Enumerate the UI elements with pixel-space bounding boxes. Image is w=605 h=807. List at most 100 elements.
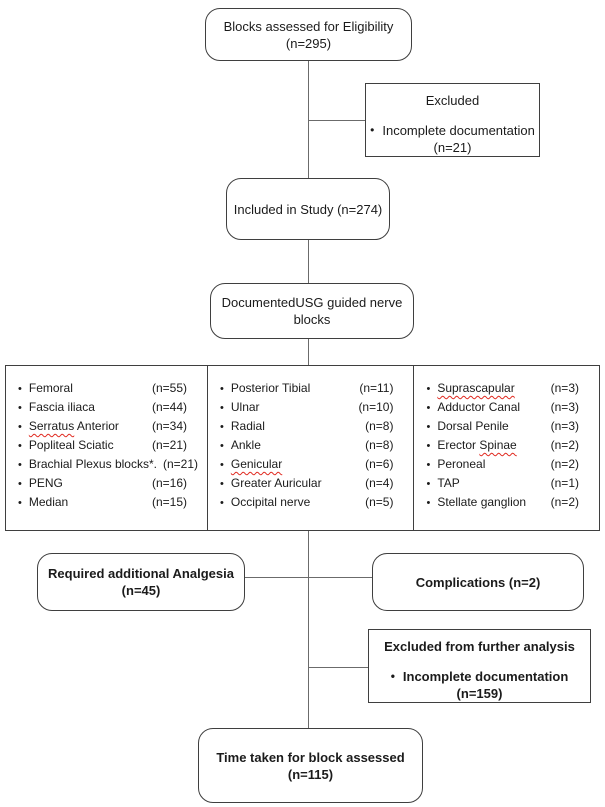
block-item-count: (n=1) [550, 476, 579, 490]
block-item: Fascia iliaca(n=44) [18, 398, 187, 417]
bullet-icon [18, 399, 22, 417]
box-time-taken-count: (n=115) [287, 766, 334, 782]
block-item-count: (n=21) [162, 457, 198, 471]
connector-included-usg [308, 240, 309, 283]
box-included-label: Included in Study (n=274) [233, 201, 383, 217]
block-item: Peroneal(n=2) [426, 455, 579, 474]
block-item: Median(n=15) [18, 493, 187, 512]
bullet-icon [220, 418, 224, 436]
box-excluded-further: Excluded from further analysis Incomplet… [368, 629, 591, 703]
block-item: Suprascapular(n=3) [426, 379, 579, 398]
block-item-count: (n=34) [151, 419, 187, 433]
box-excluded-further-item: Incomplete documentation [402, 669, 569, 684]
block-item: Ulnar(n=10) [220, 398, 394, 417]
block-item: Brachial Plexus blocks*.(n=21) [18, 455, 198, 474]
bullet-icon [220, 494, 224, 512]
connector-eligibility-included [308, 61, 309, 178]
block-item: Stellate ganglion(n=2) [426, 493, 579, 512]
bullet-icon [220, 399, 224, 417]
block-table-column-2: Posterior Tibial(n=11)Ulnar(n=10)Radial(… [207, 366, 413, 530]
box-excluded-initial-count: (n=21) [433, 140, 472, 155]
block-item: Genicular(n=6) [220, 455, 394, 474]
block-item-count: (n=5) [365, 495, 394, 509]
block-types-table: Femoral(n=55)Fascia iliaca(n=44)Serratus… [5, 365, 600, 531]
bullet-icon [220, 456, 224, 474]
bullet-icon [426, 494, 430, 512]
block-item-count: (n=3) [550, 400, 579, 414]
block-item: PENG(n=16) [18, 474, 187, 493]
bullet-icon [220, 380, 224, 398]
bullet-icon [220, 475, 224, 493]
block-item-count: (n=3) [550, 381, 579, 395]
box-excluded-further-count: (n=159) [456, 686, 503, 701]
box-complications: Complications (n=2) [372, 553, 584, 611]
bullet-icon [18, 380, 22, 398]
block-item: Dorsal Penile(n=3) [426, 417, 579, 436]
bullet-icon [426, 380, 430, 398]
block-item-count: (n=2) [550, 457, 579, 471]
block-item-count: (n=15) [151, 495, 187, 509]
box-usg-blocks-line2: blocks [293, 312, 331, 327]
box-eligibility-line1: Blocks assessed for Eligibility [223, 18, 394, 34]
box-complications-label: Complications (n=2) [415, 574, 541, 590]
block-item: Radial(n=8) [220, 417, 394, 436]
block-item: Greater Auricular(n=4) [220, 474, 394, 493]
block-item-count: (n=8) [365, 419, 394, 433]
box-analgesia-line1: Required additional Analgesia [48, 566, 234, 581]
bullet-icon [18, 437, 22, 455]
block-table-column-3: Suprascapular(n=3)Adductor Canal(n=3)Dor… [413, 366, 599, 530]
bullet-icon [220, 437, 224, 455]
box-excluded-initial-title: Excluded [425, 93, 480, 108]
bullet-icon [18, 418, 22, 436]
block-item-count: (n=2) [550, 438, 579, 452]
box-usg-blocks: DocumentedUSG guided nerve blocks [210, 283, 414, 339]
block-item-count: (n=10) [358, 400, 394, 414]
block-item-count: (n=16) [151, 476, 187, 490]
bullet-icon [426, 475, 430, 493]
block-item: Serratus Anterior(n=34) [18, 417, 187, 436]
box-included: Included in Study (n=274) [226, 178, 390, 240]
block-item: Posterior Tibial(n=11) [220, 379, 394, 398]
connector-usg-table [308, 339, 309, 365]
box-time-taken: Time taken for block assessed (n=115) [198, 728, 423, 803]
block-item-count: (n=55) [151, 381, 187, 395]
bullet-icon [370, 122, 374, 139]
box-analgesia: Required additional Analgesia (n=45) [37, 553, 245, 611]
block-item: Adductor Canal(n=3) [426, 398, 579, 417]
box-eligibility: Blocks assessed for Eligibility (n=295) [205, 8, 412, 61]
connector-to-excluded-further [308, 667, 368, 668]
block-item-count: (n=4) [365, 476, 394, 490]
block-item-count: (n=8) [365, 438, 394, 452]
box-usg-blocks-line1: DocumentedUSG guided nerve [221, 295, 403, 310]
box-excluded-initial-item: Incomplete documentation [382, 123, 535, 138]
block-item-count: (n=11) [359, 381, 394, 395]
connector-analgesia-complications [245, 577, 372, 578]
bullet-icon [426, 437, 430, 455]
box-excluded-initial: Excluded Incomplete documentation (n=21) [365, 83, 540, 157]
block-item-count: (n=2) [550, 495, 579, 509]
block-item-count: (n=6) [365, 457, 394, 471]
bullet-icon [18, 456, 22, 474]
block-item-count: (n=21) [151, 438, 187, 452]
block-item-count: (n=3) [550, 419, 579, 433]
bullet-icon [18, 475, 22, 493]
bullet-icon [426, 399, 430, 417]
bullet-icon [426, 456, 430, 474]
block-table-column-1: Femoral(n=55)Fascia iliaca(n=44)Serratus… [6, 366, 207, 530]
box-eligibility-count: (n=295) [285, 35, 332, 51]
connector-to-excluded-initial [308, 120, 365, 121]
block-item: Popliteal Sciatic(n=21) [18, 436, 187, 455]
block-item: TAP(n=1) [426, 474, 579, 493]
box-time-taken-line1: Time taken for block assessed [216, 749, 405, 765]
connector-table-time [308, 531, 309, 728]
block-item-count: (n=44) [151, 400, 187, 414]
box-excluded-further-title: Excluded from further analysis [384, 639, 575, 654]
block-item: Ankle(n=8) [220, 436, 394, 455]
bullet-icon [391, 668, 395, 685]
bullet-icon [18, 494, 22, 512]
block-item: Femoral(n=55) [18, 379, 187, 398]
block-item: Erector Spinae(n=2) [426, 436, 579, 455]
block-item: Occipital nerve(n=5) [220, 493, 394, 512]
bullet-icon [426, 418, 430, 436]
